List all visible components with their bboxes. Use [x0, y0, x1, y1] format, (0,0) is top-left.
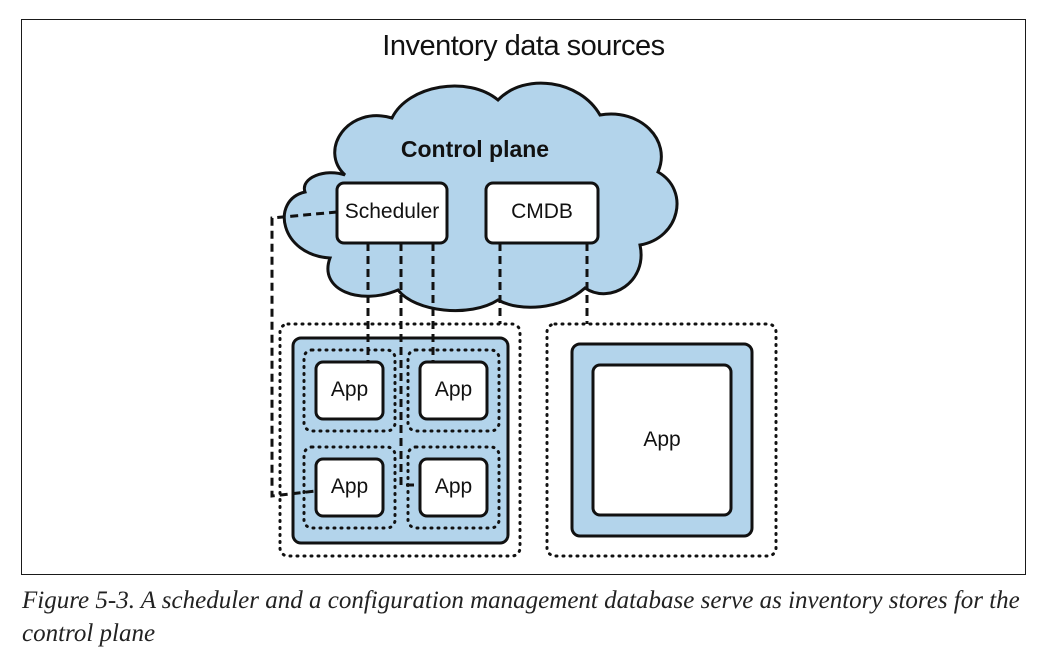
connectors — [270, 210, 589, 498]
diagram-title: Inventory data sources — [382, 30, 665, 62]
app-label: App — [330, 378, 369, 401]
app-label-large: App — [643, 428, 681, 451]
app-box — [418, 457, 489, 518]
app-container-dotted — [302, 348, 397, 433]
app-label: App — [330, 475, 369, 498]
app-container-dotted — [406, 348, 501, 433]
app-box — [418, 360, 489, 421]
connector-scheduler-to-app-bottom-right — [399, 243, 420, 487]
control-plane-cloud — [282, 81, 679, 313]
app-label: App — [434, 475, 473, 498]
app-container-dotted — [302, 445, 397, 530]
control-plane-label: Control plane — [400, 136, 550, 162]
app-box — [314, 457, 385, 518]
right-host-dotted-border — [545, 322, 778, 558]
scheduler-label: Scheduler — [344, 200, 440, 223]
cmdb-label: CMDB — [511, 200, 573, 223]
app-container-dotted — [406, 445, 501, 530]
cmdb-box — [484, 181, 600, 245]
connector-scheduler-to-app-bottom-left — [270, 210, 338, 498]
app-box-large — [591, 363, 733, 517]
figure-caption: Figure 5-3. A scheduler and a configurat… — [22, 587, 1020, 647]
app-label: App — [434, 378, 473, 401]
app-box — [314, 360, 385, 421]
